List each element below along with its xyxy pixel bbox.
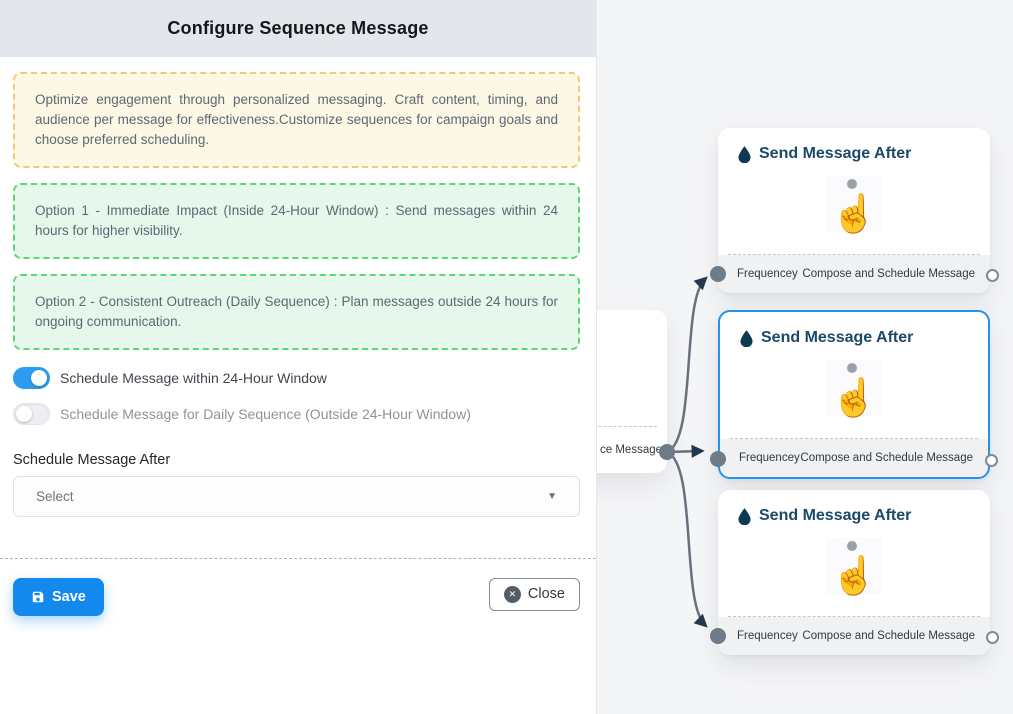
option2-box: Option 2 - Consistent Outreach (Daily Se… [13, 273, 580, 350]
tap-dot-icon [847, 179, 857, 189]
option2-text: Option 2 - Consistent Outreach (Daily Se… [35, 293, 558, 329]
send-message-node-selected[interactable]: Send Message After ☝ Frequencey Compose … [710, 310, 998, 479]
action-button-row: Save ✕ Close [13, 577, 580, 616]
output-handle[interactable] [985, 454, 998, 467]
node-footer: Frequencey Compose and Schedule Message [718, 255, 990, 293]
frequency-label: Frequencey [737, 630, 798, 642]
node-divider [728, 254, 980, 255]
edge-to-card-middle [665, 444, 705, 458]
panel-header: Configure Sequence Message [0, 0, 596, 57]
sequence-message-source-node[interactable]: ce Message [597, 310, 667, 473]
node-body: Send Message After ☝ [718, 490, 990, 616]
select-placeholder: Select [36, 488, 74, 504]
send-message-node[interactable]: Send Message After ☝ Frequencey Compose … [710, 128, 999, 293]
compose-click-area[interactable]: ☝ [826, 538, 882, 594]
toggle-knob [31, 369, 47, 386]
input-handle[interactable] [710, 451, 726, 467]
node-title-row: Send Message After [718, 490, 990, 525]
info-note-box: Optimize engagement through personalized… [13, 72, 580, 168]
node-title-row: Send Message After [720, 312, 988, 347]
schedule-after-label: Schedule Message After [13, 451, 171, 468]
compose-schedule-label: Compose and Schedule Message [802, 630, 975, 642]
option1-text: Option 1 - Immediate Impact (Inside 24-H… [35, 202, 558, 238]
circle-x-icon: ✕ [503, 585, 521, 603]
compose-schedule-label: Compose and Schedule Message [802, 268, 975, 280]
caret-down-icon: ▼ [547, 490, 557, 502]
frequency-label: Frequencey [737, 268, 798, 280]
edge-to-card-top [665, 276, 708, 454]
tap-dot-icon [847, 541, 857, 551]
footer-divider [0, 557, 596, 559]
node-footer: Frequencey Compose and Schedule Message [720, 439, 988, 477]
node-body: Send Message After ☝ [720, 312, 988, 438]
toggle-within-24h-label: Schedule Message within 24-Hour Window [60, 369, 327, 386]
tap-dot-icon [847, 363, 857, 373]
input-handle[interactable] [710, 628, 726, 644]
node-divider [728, 616, 980, 617]
node-body: Send Message After ☝ [718, 128, 990, 254]
node-title: Send Message After [759, 507, 912, 524]
node-title: Send Message After [759, 145, 912, 162]
close-button-label: Close [527, 586, 565, 603]
save-button-label: Save [52, 588, 86, 605]
source-node-footer-label: ce Message [600, 443, 663, 456]
toggle-row-daily-sequence: Schedule Message for Daily Sequence (Out… [13, 402, 580, 425]
save-button[interactable]: Save [13, 577, 104, 616]
input-handle[interactable] [710, 266, 726, 282]
droplet-icon [738, 507, 751, 525]
hand-pointer-icon: ☝ [830, 555, 878, 596]
close-button[interactable]: ✕ Close [488, 577, 580, 611]
frequency-label: Frequencey [739, 452, 800, 464]
hand-pointer-icon: ☝ [830, 193, 878, 234]
flow-canvas[interactable]: ce Message Send Message After ☝ Frequenc… [596, 0, 1013, 714]
toggle-row-within-24h: Schedule Message within 24-Hour Window [13, 366, 580, 389]
toggle-within-24h[interactable] [13, 366, 50, 389]
node-divider [597, 426, 657, 427]
configure-panel: Configure Sequence Message Optimize enga… [0, 0, 596, 616]
droplet-icon [740, 329, 753, 347]
compose-schedule-label: Compose and Schedule Message [800, 452, 973, 464]
toggle-daily-sequence[interactable] [13, 402, 50, 425]
floppy-disk-icon [32, 591, 44, 603]
edge-to-card-bottom [665, 450, 708, 628]
toggle-knob [16, 405, 32, 422]
hand-pointer-icon: ☝ [830, 377, 878, 418]
option1-box: Option 1 - Immediate Impact (Inside 24-H… [13, 182, 580, 259]
x-glyph: ✕ [508, 588, 517, 599]
info-note-text: Optimize engagement through personalized… [35, 92, 558, 147]
output-handle[interactable] [986, 631, 999, 644]
compose-click-area[interactable]: ☝ [826, 360, 882, 416]
node-footer: Frequencey Compose and Schedule Message [718, 617, 990, 655]
droplet-icon [738, 145, 751, 163]
node-divider [730, 438, 978, 439]
toggle-daily-sequence-label: Schedule Message for Daily Sequence (Out… [60, 405, 471, 422]
node-title: Send Message After [761, 329, 914, 346]
output-handle[interactable] [986, 269, 999, 282]
send-message-node[interactable]: Send Message After ☝ Frequencey Compose … [710, 490, 999, 655]
node-title-row: Send Message After [718, 128, 990, 163]
schedule-after-select[interactable]: Select ▼ [13, 475, 580, 517]
page-title: Configure Sequence Message [167, 18, 429, 38]
compose-click-area[interactable]: ☝ [826, 176, 882, 232]
